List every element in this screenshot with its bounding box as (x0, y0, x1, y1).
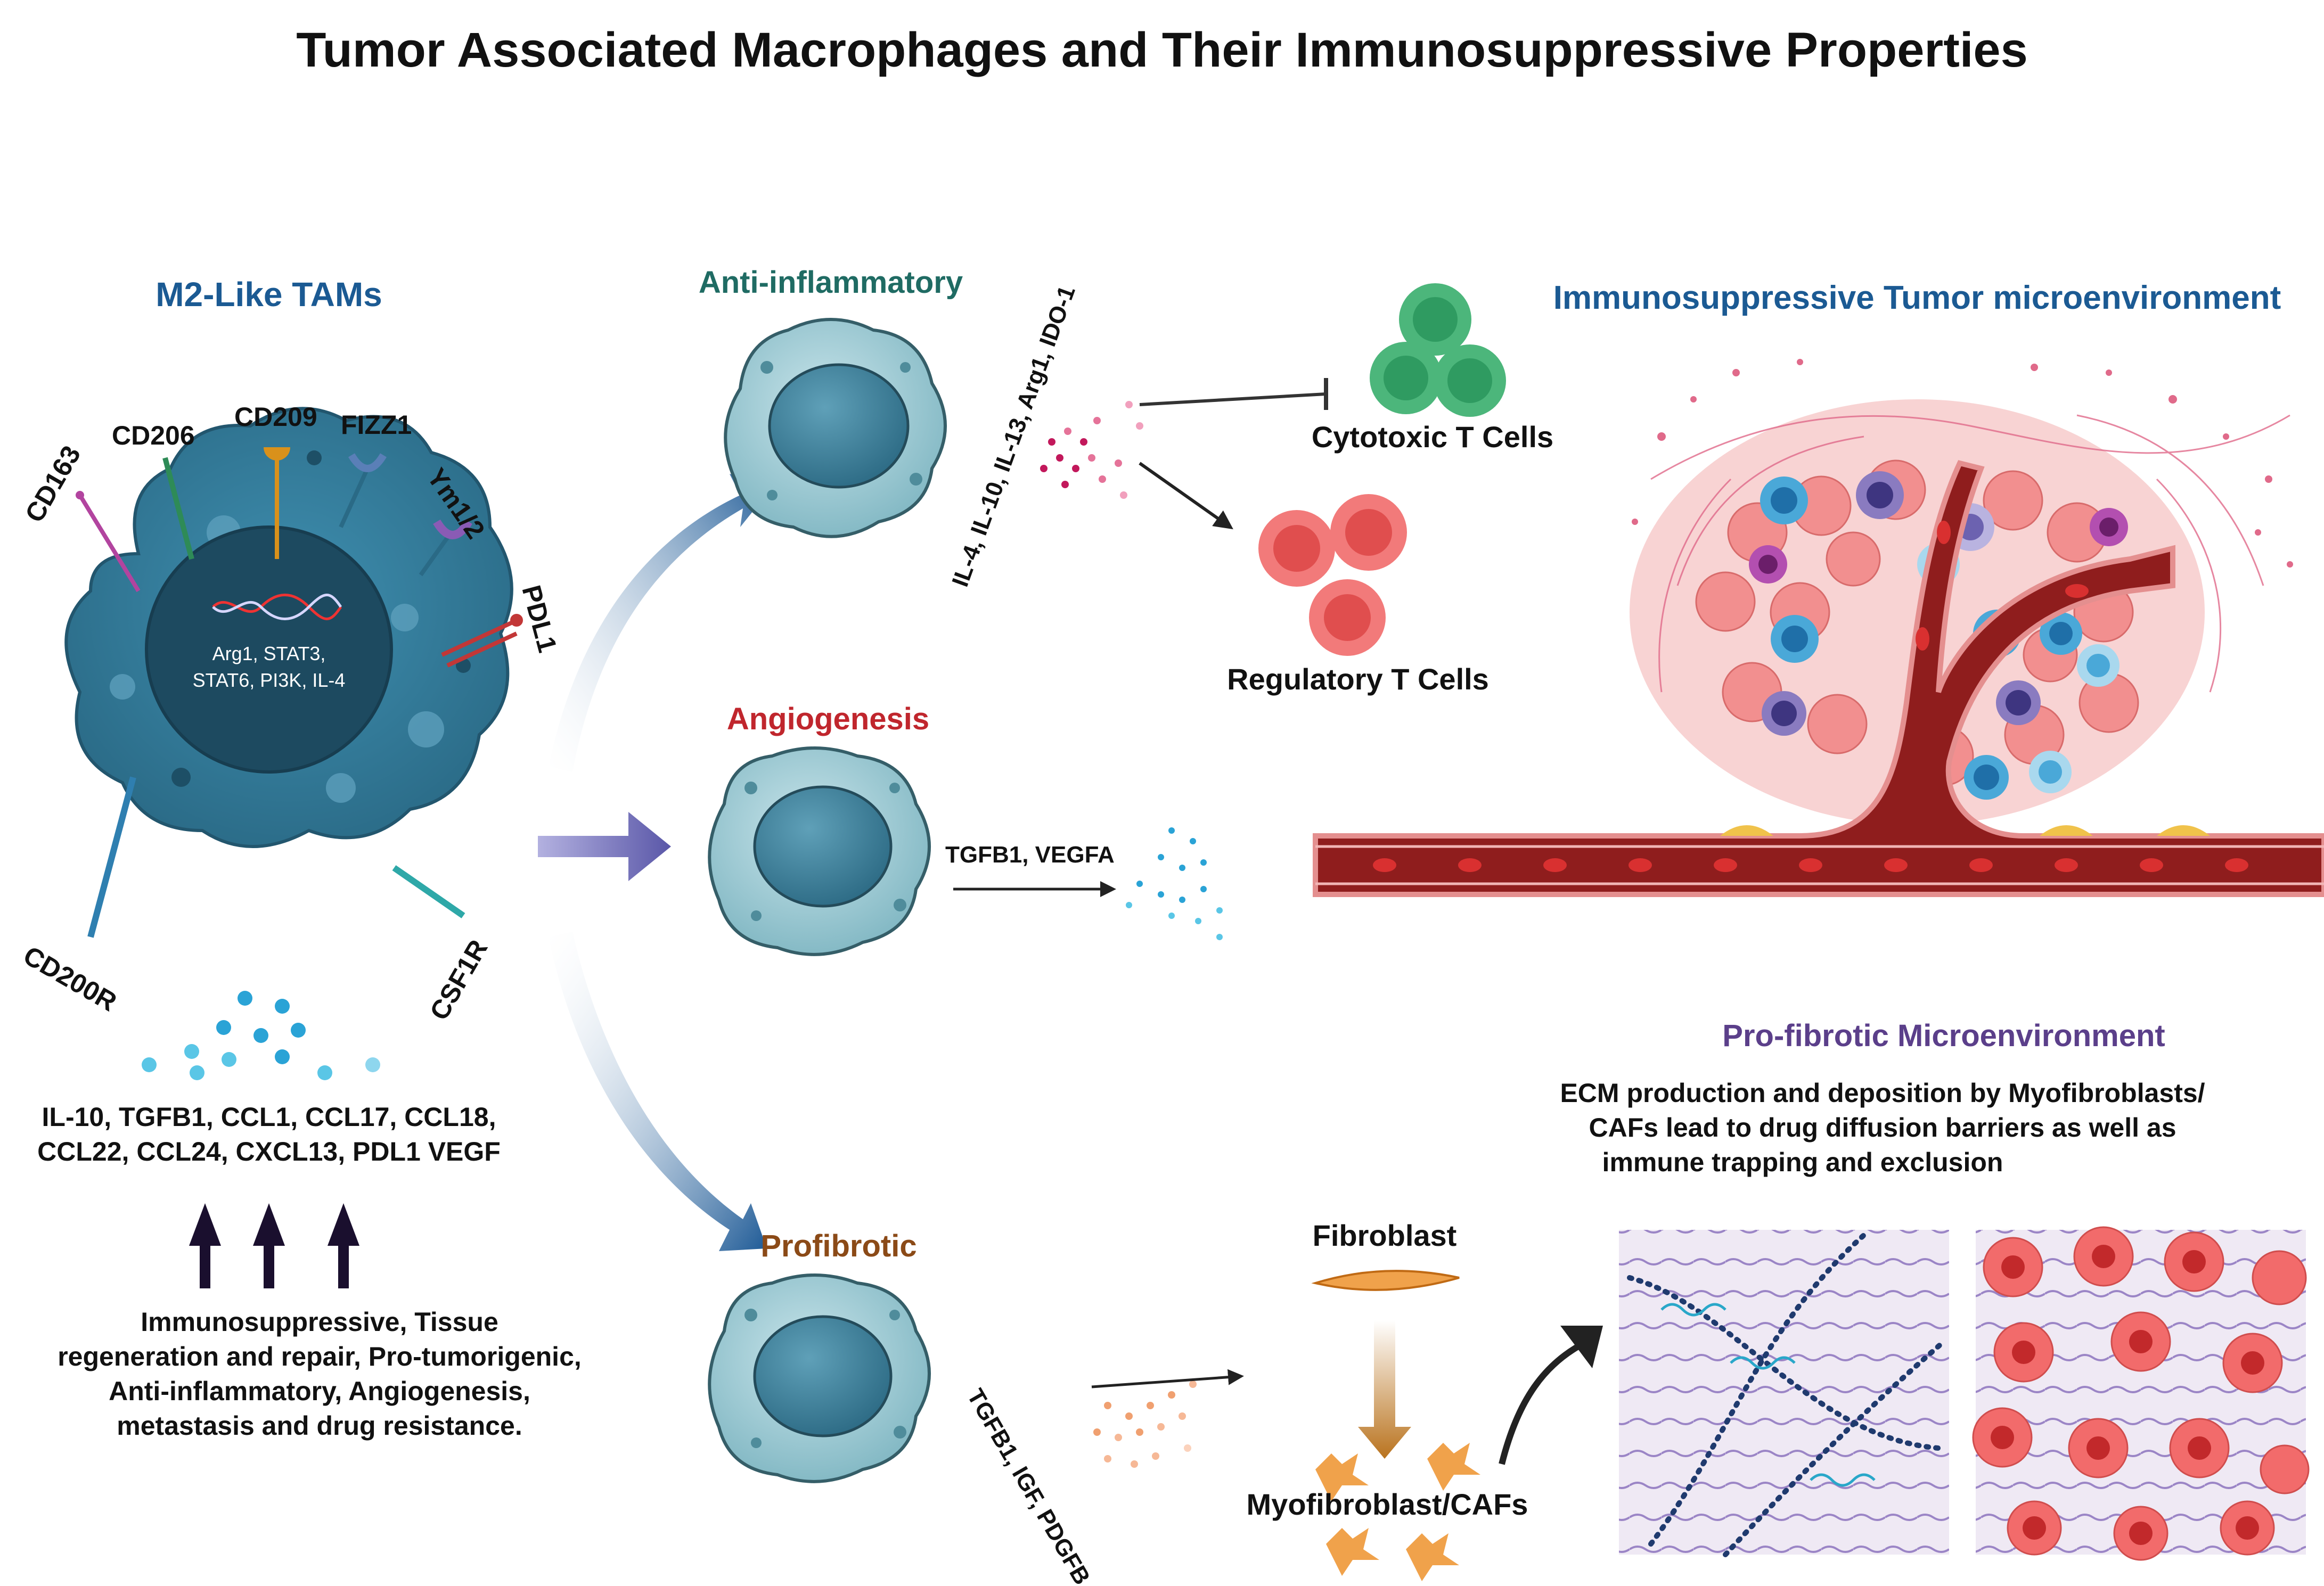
myofibroblast-label: Myofibroblast/CAFs (1247, 1488, 1528, 1521)
blood-vessel (1313, 460, 2324, 897)
receptor-label-cd163: CD163 (19, 441, 86, 528)
inhibition-line (1139, 392, 1327, 406)
ecm-panel-right (1972, 1226, 2310, 1561)
csf1r-receptor: CSF1R (392, 865, 493, 1025)
cd206-receptor: CD206 (112, 421, 195, 560)
ecm-panel-left (1619, 1230, 1949, 1557)
cytotoxic-t-cells (1370, 283, 1506, 417)
pro-fibrotic-env-heading: Pro-fibrotic Microenvironment (1722, 1018, 2165, 1053)
cytotoxic-label: Cytotoxic T Cells (1312, 420, 1553, 454)
profibrotic-heading: Profibrotic (760, 1229, 916, 1263)
function-line-2: regeneration and repair, Pro-tumorigenic… (58, 1342, 582, 1371)
receptor-label-pdl1: PDL1 (516, 582, 562, 655)
m2-nucleus (145, 525, 393, 774)
regulatory-t-cells (1258, 494, 1407, 656)
to-ecm-arrow (1499, 1338, 1589, 1465)
nucleus-line-2: STAT6, PI3K, IL-4 (193, 669, 346, 691)
receptor-label-cd200r: CD200R (19, 940, 122, 1017)
angiogenesis-secreted-dots (1126, 827, 1223, 940)
anti-inflammatory-heading: Anti-inflammatory (699, 265, 963, 300)
receptor-label-cd206: CD206 (112, 421, 195, 450)
angiogenesis-factors: TGFB1, VEGFA (945, 842, 1115, 868)
function-line-3: Anti-inflammatory, Angiogenesis, (109, 1376, 530, 1406)
profibrotic-secreted-dots (1093, 1380, 1197, 1468)
myofibroblast-cells (1315, 1443, 1480, 1581)
fibroblast-cell (1311, 1270, 1460, 1291)
activation-arrow (1139, 462, 1233, 530)
pro-fibrotic-desc-2: CAFs lead to drug diffusion barriers as … (1589, 1113, 2176, 1143)
receptor-label-csf1r: CSF1R (424, 935, 493, 1025)
tme-cytokine-dots (1632, 359, 2293, 568)
differentiation-arrow (1358, 1320, 1411, 1459)
anti-inflammatory-macrophage (724, 318, 947, 538)
m2-tam-cell: Arg1, STAT3, STAT6, PI3K, IL-4 (64, 407, 513, 848)
secreted-line-1: IL-10, TGFB1, CCL1, CCL17, CCL18, (42, 1102, 496, 1132)
pro-fibrotic-desc-1: ECM production and deposition by Myofibr… (1560, 1078, 2205, 1108)
cd200r-receptor: CD200R (19, 776, 136, 1017)
m2-heading: M2-Like TAMs (156, 275, 382, 314)
fizz1-receptor: FIZZ1 (339, 410, 412, 528)
secreted-line-2: CCL22, CCL24, CXCL13, PDL1 VEGF (37, 1137, 501, 1166)
regulatory-label: Regulatory T Cells (1227, 662, 1489, 696)
pro-fibrotic-desc-3: immune trapping and exclusion (1602, 1147, 2003, 1177)
page-title: Tumor Associated Macrophages and Their I… (296, 23, 2028, 77)
arrow-to-profibrotic (549, 932, 767, 1251)
angiogenesis-macrophage (708, 746, 931, 956)
anti-inflammatory-factors: IL-4, IL-10, IL-13, Arg1, IDO-1 (947, 282, 1080, 590)
angiogenesis-heading: Angiogenesis (727, 702, 929, 736)
function-line-1: Immunosuppressive, Tissue (141, 1307, 498, 1337)
profibrotic-macrophage (708, 1273, 931, 1483)
dna-icon (212, 594, 342, 620)
arrow-to-angiogenesis (538, 812, 671, 881)
profibrotic-factors: TGFB1, IGF, PDGFB (962, 1385, 1095, 1586)
cd209-receptor: CD209 (234, 402, 317, 559)
secreted-cytokine-dots (142, 991, 380, 1080)
profibrotic-arrow (1091, 1369, 1244, 1388)
fibroblast-label: Fibroblast (1313, 1219, 1457, 1252)
receptor-label-fizz1: FIZZ1 (341, 410, 412, 440)
nucleus-line-1: Arg1, STAT3, (212, 643, 326, 664)
tumor-mass (1630, 359, 2293, 825)
tme-heading: Immunosuppressive Tumor microenvironment (1553, 280, 2281, 316)
receptor-label-cd209: CD209 (234, 402, 317, 432)
anti-inflammatory-secreted-dots (1040, 401, 1143, 499)
function-line-4: metastasis and drug resistance. (117, 1411, 522, 1441)
upward-arrows (189, 1203, 359, 1288)
